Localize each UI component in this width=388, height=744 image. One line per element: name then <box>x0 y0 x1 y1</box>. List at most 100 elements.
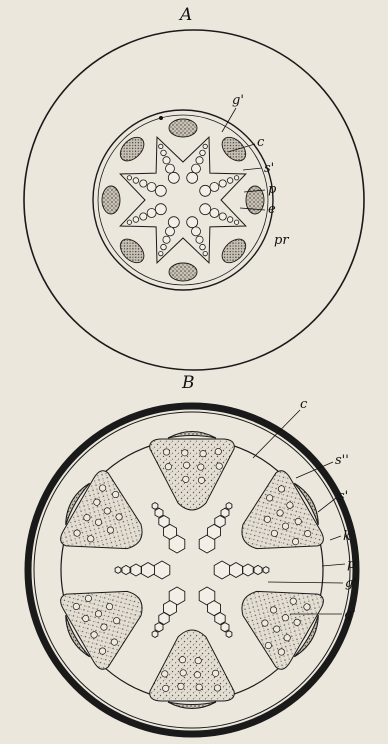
figure-b-xylem-vessel <box>226 503 232 510</box>
figure-a-vessel <box>133 178 139 184</box>
figure-b-xylem-vessel <box>243 564 253 576</box>
figure-a-label-s1: s' <box>264 161 274 176</box>
figure-a-title: A <box>178 5 192 25</box>
figure-a-phloem-bundle <box>102 186 120 214</box>
figure-b-bundle-cell <box>195 657 201 663</box>
figure-a-vessel <box>140 213 147 220</box>
figure-b-bundle-cell <box>198 464 204 470</box>
figure-b-xylem-vessel <box>215 516 225 528</box>
figure-b-bundle-cell <box>182 450 188 456</box>
figure-a-vessel <box>166 227 175 236</box>
figure-b-xylem-vessel <box>214 561 230 579</box>
figure-b-phloem-mass <box>57 468 161 577</box>
figure-b-xylem-vessel <box>215 613 225 625</box>
figure-b-bundle-cell <box>163 449 169 455</box>
figure-a-phloem-bundle <box>116 235 149 268</box>
figure-a-label-c: c <box>257 135 265 150</box>
figure-b-phloem-mass <box>150 439 235 510</box>
figure-a-vessel <box>203 144 207 148</box>
figure-b-leader-g1a <box>268 582 343 583</box>
figure-b-bundle-cell <box>180 670 186 676</box>
figure-b-xylem-vessel <box>152 631 158 638</box>
figure-b-bundle-cell <box>178 683 184 689</box>
figure-a-phloem-bundle <box>218 133 251 166</box>
figure-a-vessel <box>219 213 226 220</box>
figure-b-bundle-cell <box>183 462 189 468</box>
figure-b-phloem-mass <box>150 630 235 701</box>
figure-b-leader-s1 <box>318 498 336 512</box>
figure-b-bundle-cell <box>216 463 222 469</box>
figure-a-vessel <box>127 176 131 180</box>
figure-b-label-s1: s' <box>338 489 348 504</box>
figure-a-vessel <box>163 157 170 164</box>
figure-a-vessel <box>147 183 156 192</box>
figure-b-bundle-cell <box>212 670 218 676</box>
figure-b-bundle <box>150 432 235 511</box>
figure-a-vessel <box>196 157 203 164</box>
figure-a-vessel <box>192 164 201 173</box>
figure-a-vessel <box>159 251 163 255</box>
figure-b-bundle <box>150 630 235 709</box>
figure-b-sclerenchyma-cap <box>168 702 216 709</box>
figure-a-vessel <box>210 183 219 192</box>
figure-b-sclerenchyma-cap <box>168 432 216 439</box>
figure-a-phloem-bundle <box>169 119 197 137</box>
figure-a-vessel <box>187 172 198 183</box>
figure-a-vessel <box>140 180 147 187</box>
figure-b-bundle <box>223 464 333 576</box>
figure-a-vessel <box>163 236 170 243</box>
figure-a-vessel <box>166 164 175 173</box>
figure-a-vessel <box>192 227 201 236</box>
figure-b-bundle-cell <box>162 671 168 677</box>
figure-a-vessel <box>219 180 226 187</box>
figure-a-vessel <box>127 220 131 224</box>
figure-a-leader-s1 <box>243 168 262 170</box>
figure-a-phloem-bundle <box>116 133 149 166</box>
figure-b: B c s'' s' k p g' g' <box>28 373 357 734</box>
figure-b-label-s2: s'' <box>335 453 349 468</box>
figure-a-label-e: e <box>268 202 276 217</box>
figure-b-xylem-vessel <box>263 567 269 574</box>
figure-a-outer-circle <box>24 30 364 370</box>
figure-a-vessel <box>187 217 198 228</box>
figure-b-xylem-vessel <box>155 508 163 517</box>
figure-a-vessel <box>210 209 219 218</box>
figure-b-bundle-cell <box>214 685 220 691</box>
figure-a-vessel <box>161 244 167 250</box>
figure-a-xylem-vessels <box>127 144 239 256</box>
figure-b-xylem-vessel <box>226 631 232 638</box>
figure-b-bundle-cell <box>200 451 206 457</box>
figure-a-vessel <box>203 251 207 255</box>
figure-a-phloem-bundle <box>169 263 197 281</box>
figure-a-vessel <box>234 220 238 224</box>
figure-b-phloem-mass <box>223 468 327 577</box>
figure-a-vessel <box>168 172 179 183</box>
figure-b-bundle-cell <box>165 464 171 470</box>
figure-a-vessel <box>196 236 203 243</box>
figure-b-bundle-cell <box>196 684 202 690</box>
figure-b-xylem-vessel <box>152 503 158 510</box>
figure-a-label-pr: pr <box>274 233 289 248</box>
figure-a-phloem-bundles <box>102 119 264 281</box>
figure-a-vessel <box>234 176 238 180</box>
figure-b-xylem-vessel <box>154 561 170 579</box>
figure-a-vessel <box>161 150 167 156</box>
figure-a-vessel <box>168 217 179 228</box>
figure-a-vessel <box>155 204 166 215</box>
figure-b-xylem-vessel <box>230 563 243 578</box>
figure-b-bundle-cell <box>179 657 185 663</box>
figure-b-title: B <box>181 373 195 393</box>
figure-a-label-p: p <box>268 182 277 197</box>
figure-b-bundle-cell <box>194 672 200 678</box>
figure-b-bundle-cell <box>183 476 189 482</box>
figure-b-label-g1a: g' <box>345 576 357 591</box>
figure-b-xylem-vessel <box>159 613 169 625</box>
figure-b-label-g1b: g' <box>344 607 356 622</box>
figure-b-xylem-vessel <box>159 516 169 528</box>
figure-b-xylem-vessel <box>221 508 229 517</box>
figure-b-xylem-vessel <box>142 563 155 578</box>
figure-b-xylem-vessel <box>155 623 163 632</box>
figure-b-bundle <box>51 464 161 576</box>
figure-a-vessel <box>227 217 233 223</box>
figure-b-bundle <box>223 563 333 675</box>
